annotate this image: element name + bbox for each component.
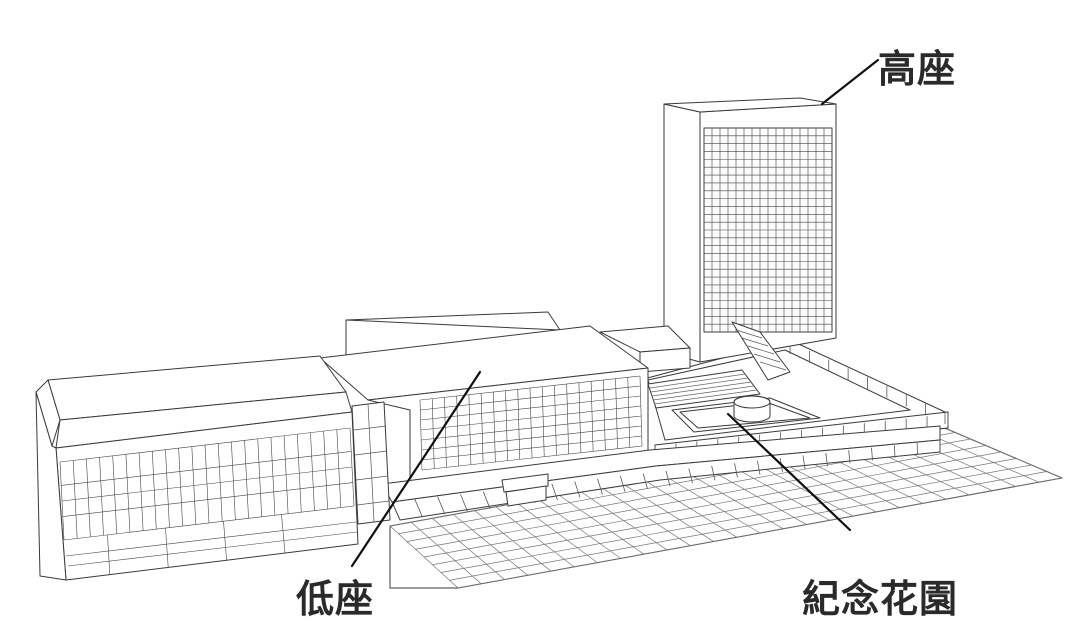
tower-label: 高座	[878, 47, 957, 91]
leader-line-garden	[726, 412, 852, 532]
paved-plaza	[389, 425, 1063, 589]
tower-block	[663, 97, 837, 381]
leader-line-podium	[350, 370, 482, 568]
podium-label: 低座	[296, 577, 375, 621]
podium-block	[319, 311, 941, 521]
old-wing	[35, 355, 391, 581]
memorial-garden-label: 紀念花園	[802, 577, 959, 621]
leader-line-tower	[820, 58, 880, 106]
